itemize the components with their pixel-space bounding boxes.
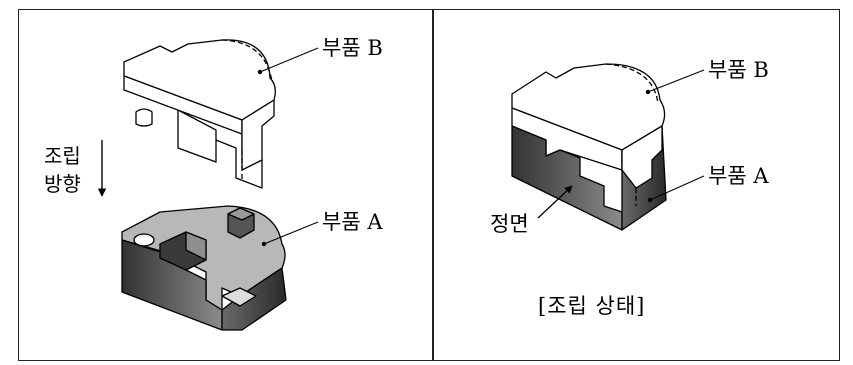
front-arrow (537, 185, 573, 219)
label-part-a-right: 부품 A (708, 164, 769, 188)
part-b-exploded (123, 39, 319, 189)
assembled-part-a-left (511, 125, 623, 231)
part-b-pin (135, 108, 153, 127)
part-a-right-face (221, 267, 287, 331)
part-b-lower-tab (177, 109, 217, 163)
label-part-b-left: 부품 B (322, 36, 383, 60)
caption-assembled-state: [조립 상태] (538, 294, 646, 318)
panel-divider (432, 9, 434, 361)
assembled-parts (511, 63, 705, 231)
label-front: 정면 (490, 212, 529, 236)
figure-frame (18, 9, 840, 361)
label-assembly-direction-line2: 방향 (44, 172, 81, 196)
part-a-exploded (121, 205, 319, 331)
label-part-a-left: 부품 A (322, 210, 383, 234)
label-part-b-right: 부품 B (708, 58, 769, 82)
label-assembly-direction-line1: 조립 (44, 144, 81, 168)
